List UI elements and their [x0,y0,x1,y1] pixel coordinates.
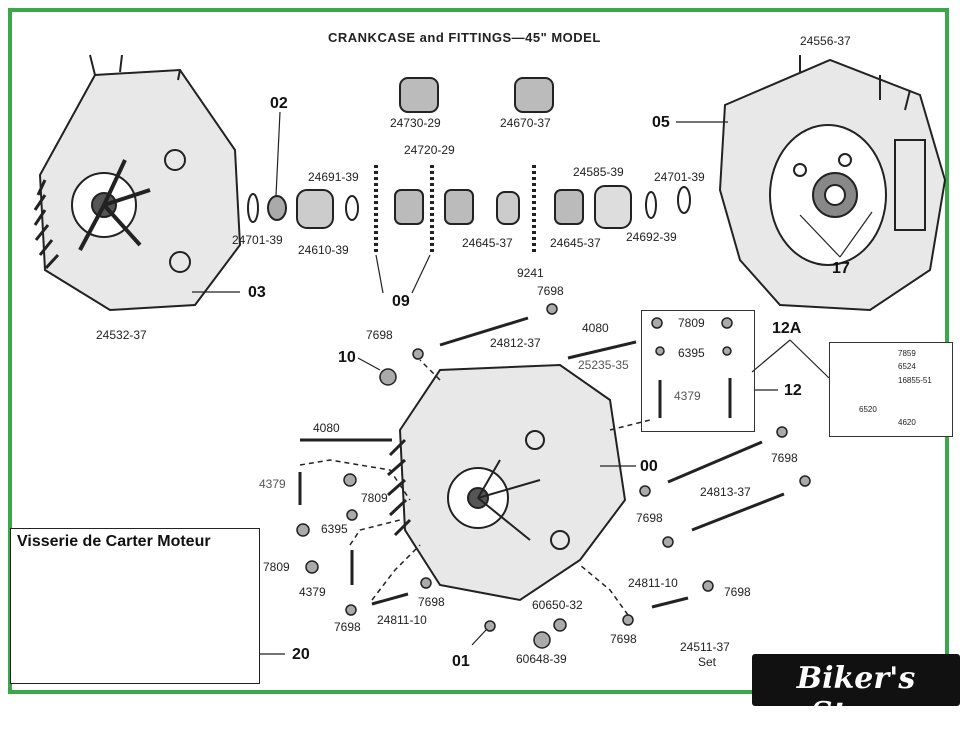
part-number-label: 7698 [610,632,637,646]
part-number-label: 24585-39 [573,165,624,179]
part-number-label: 7698 [366,328,393,342]
part-number-label: 24691-39 [308,170,359,184]
part-number-label: 4379 [674,389,701,403]
part-number-label: 24812-37 [490,336,541,350]
part-number-label: 7698 [771,451,798,465]
part-number-label: 60650-32 [532,598,583,612]
left-crankcase-half [33,54,242,312]
part-number-label: 7698 [636,511,663,525]
part-number-label: 7698 [724,585,751,599]
part-number-label: 24556-37 [800,34,851,48]
callout-03: 03 [248,284,266,301]
part-number-label: 24730-29 [390,116,441,130]
assembly-dashed-lines [299,359,651,616]
part-number-label: 24811-10 [377,613,427,627]
part-number-label: 9241 [517,266,544,280]
part-number-label: 6395 [678,346,705,360]
part-number-label: 7809 [361,491,388,505]
part-number-label: 24692-39 [626,230,677,244]
part-number-label: 7698 [537,284,564,298]
callout-20: 20 [292,646,310,663]
callout-12a: 12A [772,320,802,337]
hardware-kit-box: Visserie de Carter Moteur [10,528,260,684]
store-logo: Biker's Store [752,654,960,731]
diagram-title: CRANKCASE and FITTINGS—45" MODEL [328,30,601,45]
exploded-view-drawing [33,54,947,669]
bearing-components-row [247,77,691,229]
part-number-label: 24645-37 [550,236,601,250]
part-number-label: Set [698,655,717,669]
callout-00: 00 [640,458,658,475]
studs-and-bolts [298,316,785,609]
callout-10: 10 [338,349,356,366]
part-number-label: 24701-39 [232,233,283,247]
right-crankcase-half [718,55,947,312]
part-number-label: 6395 [321,522,348,536]
store-logo-text: Biker's Store [796,661,916,731]
part-number-label: 7809 [678,316,705,330]
callout-17: 17 [832,260,850,277]
part-number-label: 7698 [418,595,445,609]
part-number-label: 4620 [898,418,916,427]
part-number-label: 4080 [582,321,609,335]
part-number-label: 7859 [898,349,916,358]
roller-stacks [374,165,536,255]
part-number-label: 24511-37 [680,640,730,654]
part-number-label: 24701-39 [654,170,705,184]
part-number-label: 7809 [263,560,290,574]
part-number-label: 24532-37 [96,328,147,342]
bracket-12a-inset [829,342,953,437]
hardware-kit-title: Visserie de Carter Moteur [17,533,211,550]
part-number-label: 24610-39 [298,243,349,257]
part-number-label: 4379 [299,585,326,599]
callout-09: 09 [392,293,410,310]
part-number-label: 4080 [313,421,340,435]
part-number-label: 6524 [898,362,916,371]
part-number-label: 16855-51 [898,376,932,385]
part-number-label: 60648-39 [516,652,567,666]
part-number-label: 4379 [259,477,286,491]
center-crankcase-assembly [387,363,627,602]
callout-01: 01 [452,653,470,670]
callout-05: 05 [652,114,670,131]
leader-lines [192,111,873,655]
part-number-label: 6520 [859,405,877,414]
part-number-label: 24720-29 [404,143,455,157]
part-number-label: 24645-37 [462,236,513,250]
part-number-label: 24813-37 [700,485,751,499]
part-number-label: 25235-35 [578,358,629,372]
part-number-label: 24811-10 [628,576,678,590]
nuts-and-washers [296,303,811,649]
callout-02: 02 [270,95,288,112]
bolt-group-12-box [641,310,755,432]
part-number-label: 7698 [334,620,361,634]
callout-12: 12 [784,382,802,399]
part-number-label: 24670-37 [500,116,551,130]
